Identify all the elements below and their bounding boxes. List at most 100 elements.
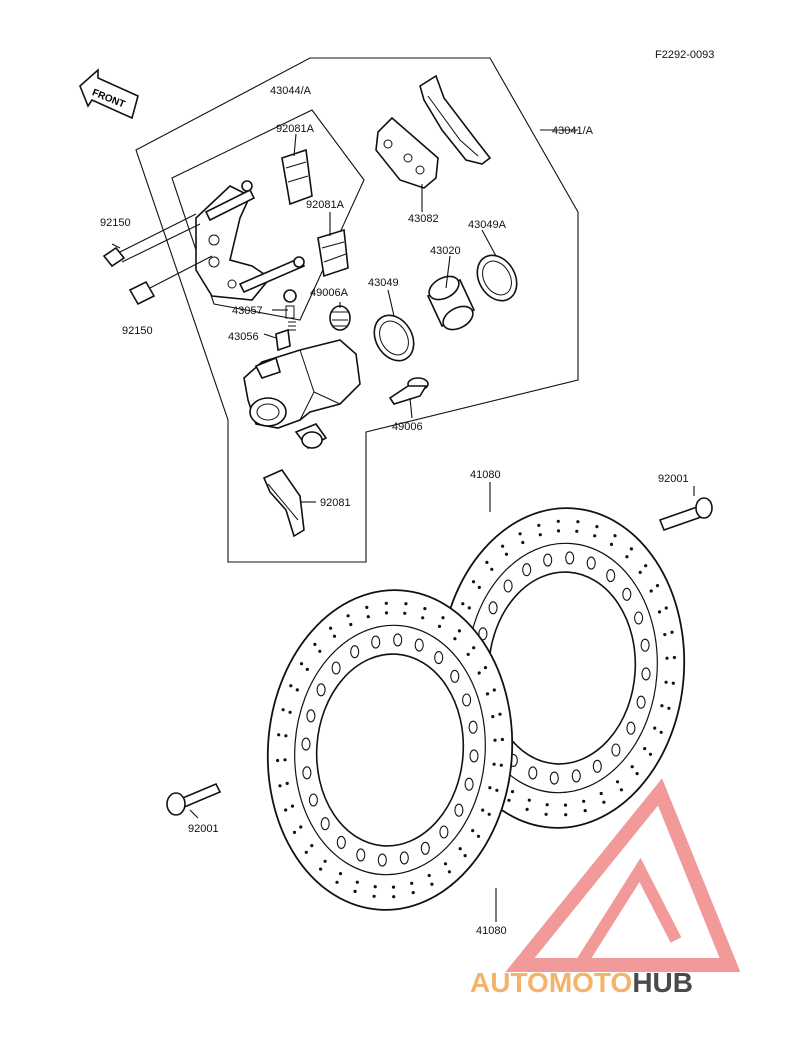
pad-spring-bottom [262, 468, 305, 538]
label-43056: 43056 [228, 331, 259, 343]
disc-drill-dot [671, 681, 675, 685]
disc-drill-dot [391, 885, 396, 889]
disc-drill-dot [299, 662, 304, 666]
disc-drill-dot [653, 726, 657, 730]
disc-drill-dot [285, 781, 289, 786]
disc-drill-dot [338, 872, 343, 876]
disc-drill-dot [487, 812, 491, 816]
disc-drill-dot [483, 666, 488, 670]
disc-hole [488, 601, 498, 615]
disc-hole [302, 766, 312, 780]
piston [426, 275, 476, 331]
disc-drill-dot [349, 622, 353, 627]
disc-drill-dot [556, 519, 560, 523]
bleeder-valve [283, 289, 297, 331]
disc-hole [371, 635, 381, 649]
disc-drill-dot [404, 602, 408, 606]
piston-seal-ring [373, 314, 415, 362]
disc-drill-dot [615, 780, 620, 784]
disc-drill-dot [441, 616, 445, 620]
disc-drill-dot [430, 882, 434, 886]
disc-drill-dot [335, 880, 339, 884]
disc-drill-dot [477, 585, 481, 590]
bleeder-cap [275, 328, 291, 352]
disc-drill-dot [323, 859, 327, 863]
disc-drill-dot [366, 615, 370, 619]
pin-boot [329, 305, 351, 331]
label-92081A-upper: 92081A [276, 123, 315, 135]
disc-drill-dot [499, 763, 503, 767]
disc-drill-dot [491, 715, 495, 719]
disc-drill-dot [495, 788, 499, 792]
disc-drill-dot [510, 790, 515, 794]
disc-hole [571, 769, 581, 783]
disc-hole [331, 661, 341, 675]
disc-drill-dot [663, 633, 667, 637]
disc-drill-dot [477, 671, 481, 675]
disc-drill-dot [659, 730, 663, 734]
disc-drill-dot [403, 611, 407, 615]
disc-hole [414, 638, 424, 652]
disc-drill-dot [664, 606, 668, 610]
caliper-assembly-outline [135, 57, 579, 563]
disc-drill-dot [461, 602, 465, 606]
disc-drill-dot [304, 850, 308, 854]
disc-drill-dot [472, 646, 476, 650]
disc-drill-dot [467, 606, 471, 610]
disc-drill-dot [481, 808, 485, 812]
disc-drill-dot [329, 626, 333, 630]
disc-drill-dot [463, 854, 467, 858]
label-92081: 92081 [320, 497, 351, 509]
disc-drill-dot [648, 752, 653, 756]
label-43041A: 43041/A [552, 125, 594, 137]
disc-drill-dot [392, 895, 396, 899]
bolt-92150-lower [128, 255, 213, 306]
dust-seal-ring [476, 254, 518, 302]
disc-drill-dot [355, 880, 359, 884]
disc-drill-dot [453, 637, 457, 641]
disc-hole [393, 633, 403, 647]
disc-drill-dot [319, 867, 323, 871]
disc-drill-dot [437, 624, 442, 629]
label-43049: 43049 [368, 277, 399, 289]
disc-drill-dot [655, 584, 660, 588]
svg-text:AUTOMOTOHUB: AUTOMOTOHUB [470, 967, 693, 998]
disc-hole [454, 803, 464, 817]
label-41080-front: 41080 [476, 925, 507, 937]
disc-drill-dot [563, 803, 568, 807]
disc-drill-dot [384, 611, 389, 615]
disc-drill-dot [492, 762, 496, 766]
disc-hole [439, 825, 449, 839]
disc-hole [586, 556, 596, 570]
disc-drill-dot [498, 712, 502, 716]
disc-hole [320, 817, 330, 831]
disc-drill-dot [410, 881, 414, 885]
caliper-bracket [195, 180, 306, 301]
disc-drill-dot [599, 791, 603, 796]
disc-drill-dot [518, 532, 522, 536]
label-92081A-lower: 92081A [306, 199, 345, 211]
label-43082: 43082 [408, 213, 439, 225]
disc-drill-dot [544, 812, 548, 816]
disc-drill-dot [318, 649, 322, 653]
disc-drill-dot [283, 758, 287, 762]
disc-drill-dot [630, 765, 634, 769]
disc-drill-dot [353, 889, 357, 894]
disc-drill-dot [575, 529, 579, 533]
disc-drill-dot [593, 534, 597, 538]
disc-drill-dot [289, 684, 293, 688]
disc-drill-dot [457, 629, 461, 633]
pad-spring-upper [281, 148, 313, 206]
disc-hole [478, 627, 488, 641]
disc-hole [377, 853, 387, 867]
label-49006A: 49006A [310, 287, 349, 299]
disc-hole [626, 721, 636, 735]
disc-hole [611, 743, 621, 757]
label-49006: 49006 [392, 421, 423, 433]
disc-hole [503, 579, 513, 593]
disc-drill-dot [660, 704, 664, 708]
label-43044A: 43044/A [270, 85, 312, 97]
disc-hole [592, 759, 602, 773]
disc-drill-dot [421, 616, 425, 620]
